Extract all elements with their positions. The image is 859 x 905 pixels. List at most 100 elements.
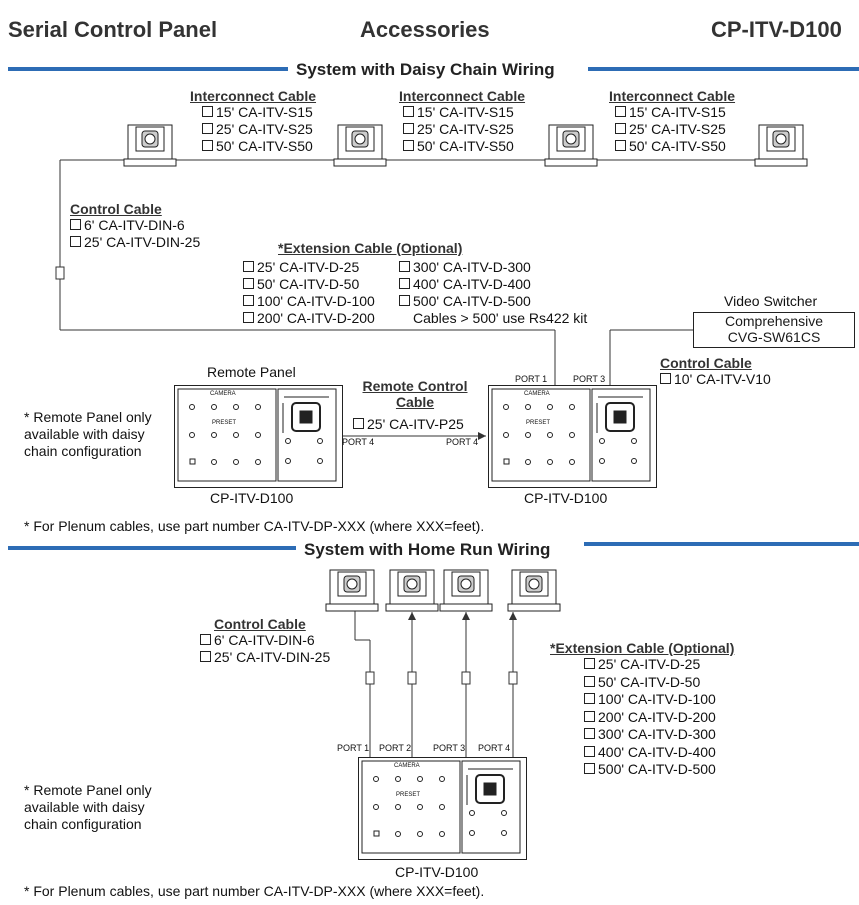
checkbox-icon[interactable]: [243, 278, 254, 289]
preset-label: PRESET: [212, 420, 237, 426]
homerun-port1-label: PORT 1: [337, 743, 370, 753]
option: 100' CA-ITV-D-100: [257, 293, 375, 309]
option: 500' CA-ITV-D-500: [598, 761, 716, 777]
interconnect-cable-3: Interconnect Cable 15' CA-ITV-S15 25' CA…: [609, 88, 735, 155]
control-panel-name: CP-ITV-D100: [524, 490, 608, 506]
option: 50' CA-ITV-S50: [629, 138, 726, 154]
port1-label: PORT 1: [515, 374, 548, 384]
checkbox-icon[interactable]: [243, 312, 254, 323]
homerun-plenum-note: * For Plenum cables, use part number CA-…: [24, 883, 485, 899]
checkbox-icon[interactable]: [202, 123, 213, 134]
homerun-control-cable: Control Cable 6' CA-ITV-DIN-6 25' CA-ITV…: [200, 616, 330, 666]
option: 400' CA-ITV-D-400: [413, 276, 531, 292]
option: 25' CA-ITV-S25: [216, 121, 313, 137]
section-divider-right: [584, 542, 859, 546]
option: 200' CA-ITV-D-200: [598, 708, 716, 725]
checkbox-icon[interactable]: [243, 261, 254, 272]
checkbox-icon[interactable]: [353, 418, 364, 429]
remote-panel-face: [177, 388, 337, 482]
video-switcher-line1: Comprehensive: [724, 313, 824, 329]
homerun-section-title: System with Home Run Wiring: [298, 540, 557, 560]
checkbox-icon[interactable]: [584, 675, 595, 687]
extension-col2: 300' CA-ITV-D-300 400' CA-ITV-D-400 500'…: [399, 259, 587, 327]
checkbox-icon[interactable]: [202, 106, 213, 117]
option: 50' CA-ITV-D-50: [598, 673, 701, 690]
section-divider-right: [588, 67, 859, 71]
remote-cable-option: 25' CA-ITV-P25: [353, 416, 464, 433]
note-line: available with daisy: [24, 799, 145, 815]
port4-left-label: PORT 4: [342, 437, 375, 447]
checkbox-icon[interactable]: [615, 106, 626, 117]
option: 25' CA-ITV-DIN-25: [214, 649, 331, 665]
option: 50' CA-ITV-D-50: [257, 276, 360, 292]
option: 100' CA-ITV-D-100: [598, 691, 716, 707]
control-cable-title: Control Cable: [70, 201, 162, 217]
remote-cable-title2: Cable: [395, 394, 435, 410]
daisy-section-title: System with Daisy Chain Wiring: [290, 60, 561, 80]
plenum-note: * For Plenum cables, use part number CA-…: [24, 518, 485, 534]
checkbox-icon[interactable]: [584, 710, 595, 722]
note-line: * Remote Panel only: [24, 409, 152, 425]
checkbox-icon[interactable]: [243, 295, 254, 306]
control-cable-title: Control Cable: [214, 616, 306, 632]
camera-label: CAMERA: [524, 391, 550, 397]
option: 6' CA-ITV-DIN-6: [84, 217, 185, 233]
checkbox-icon[interactable]: [584, 763, 595, 774]
checkbox-icon[interactable]: [70, 236, 81, 247]
checkbox-icon[interactable]: [202, 140, 213, 151]
option: 10' CA-ITV-V10: [674, 371, 771, 387]
interconnect-cable-1: Interconnect Cable 15' CA-ITV-S15 25' CA…: [190, 88, 316, 155]
option: 25' CA-ITV-D-25: [257, 259, 360, 275]
note-line: available with daisy: [24, 426, 145, 442]
extension-cable-title: *Extension Cable (Optional): [550, 640, 735, 656]
homerun-port4-label: PORT 4: [478, 743, 511, 753]
homerun-port3-label: PORT 3: [433, 743, 466, 753]
port3-label: PORT 3: [573, 374, 606, 384]
option: 200' CA-ITV-D-200: [257, 310, 375, 326]
checkbox-icon[interactable]: [399, 278, 410, 289]
checkbox-icon[interactable]: [584, 745, 595, 757]
option: 25' CA-ITV-D-25: [598, 656, 701, 672]
checkbox-icon[interactable]: [615, 140, 626, 151]
homerun-panel-face: [361, 760, 521, 854]
checkbox-icon[interactable]: [584, 693, 595, 704]
checkbox-icon[interactable]: [70, 219, 81, 230]
option: 15' CA-ITV-S15: [417, 104, 514, 120]
video-switcher-box: Comprehensive CVG-SW61CS: [693, 312, 855, 348]
checkbox-icon[interactable]: [584, 728, 595, 739]
homerun-port2-label: PORT 2: [379, 743, 412, 753]
interconnect-title: Interconnect Cable: [609, 88, 736, 104]
camera-label: CAMERA: [210, 391, 236, 397]
checkbox-icon[interactable]: [584, 658, 595, 669]
note-line: chain configuration: [24, 443, 142, 459]
checkbox-icon[interactable]: [403, 106, 414, 117]
checkbox-icon[interactable]: [399, 295, 410, 306]
checkbox-icon[interactable]: [200, 634, 211, 645]
video-switcher-label: Video Switcher: [724, 293, 818, 309]
preset-label: PRESET: [396, 792, 421, 798]
homerun-extension-cable: *Extension Cable (Optional) 25' CA-ITV-D…: [550, 640, 734, 779]
remote-cable-title1: Remote Control: [362, 378, 468, 394]
daisy-control-cable-right: Control Cable 10' CA-ITV-V10: [660, 355, 771, 388]
interconnect-title: Interconnect Cable: [399, 88, 526, 104]
section-divider-left: [8, 546, 296, 550]
option: 300' CA-ITV-D-300: [598, 726, 716, 742]
section-divider-left: [8, 67, 288, 71]
checkbox-icon[interactable]: [200, 651, 211, 662]
homerun-panel-name: CP-ITV-D100: [395, 864, 479, 880]
checkbox-icon[interactable]: [615, 123, 626, 134]
note-line: * Remote Panel only: [24, 782, 152, 798]
option: 25' CA-ITV-S25: [417, 121, 514, 137]
checkbox-icon[interactable]: [399, 261, 410, 272]
daisy-control-cable: Control Cable 6' CA-ITV-DIN-6 25' CA-ITV…: [70, 201, 200, 251]
remote-control-cable: Remote Control Cable: [354, 378, 476, 410]
option: 500' CA-ITV-D-500: [413, 293, 531, 309]
checkbox-icon[interactable]: [403, 123, 414, 134]
preset-label: PRESET: [526, 420, 551, 426]
checkbox-icon[interactable]: [660, 373, 671, 384]
video-switcher-line2: CVG-SW61CS: [727, 329, 821, 345]
remote-panel-label: Remote Panel: [207, 364, 296, 380]
option: 6' CA-ITV-DIN-6: [214, 632, 315, 648]
checkbox-icon[interactable]: [403, 140, 414, 151]
